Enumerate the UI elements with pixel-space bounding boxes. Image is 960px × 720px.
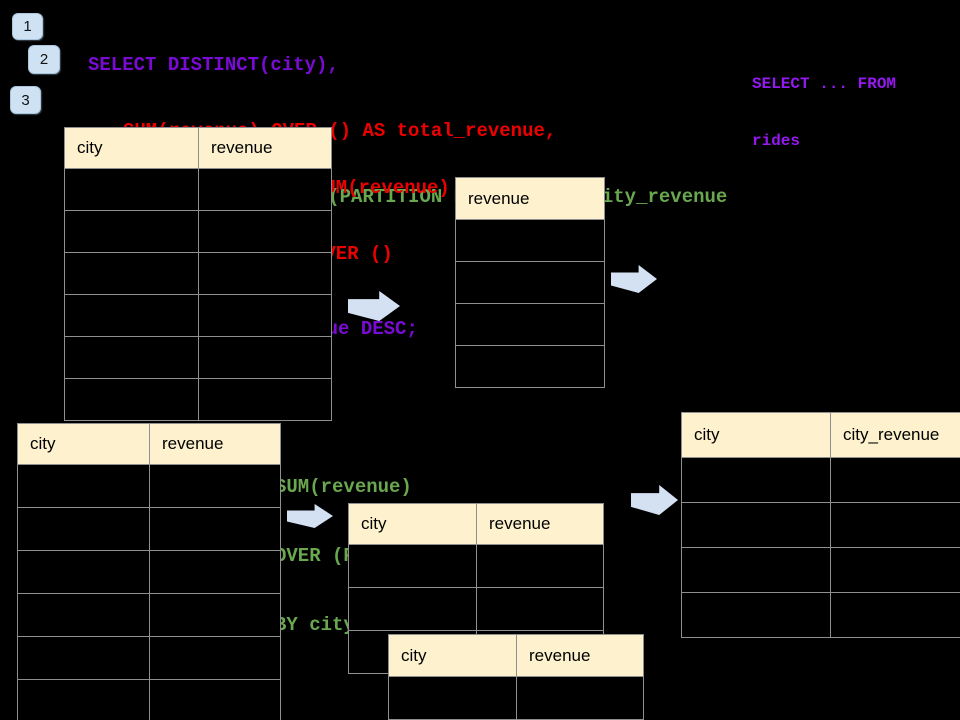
empty-cell (198, 378, 332, 421)
total-revenue-label-line-2: OVER () (313, 243, 393, 265)
sql-fragment-note-line-2: rides (752, 132, 801, 150)
empty-cell (681, 502, 831, 548)
empty-cell (455, 303, 605, 346)
sql-fragment-note-line-1: SELECT ... FROM (752, 75, 897, 93)
column-header-city: city (17, 423, 150, 465)
table-row (17, 593, 281, 637)
column-header-city: city (388, 634, 517, 677)
step-badge-2: 2 (28, 45, 60, 74)
empty-cell (681, 592, 831, 638)
empty-cell (64, 210, 199, 253)
step-badge-1-label: 1 (23, 18, 32, 35)
step-badge-3: 3 (10, 86, 41, 114)
table-row (64, 252, 332, 295)
table-row (455, 219, 605, 262)
step-badge-2-label: 2 (39, 51, 49, 68)
empty-cell (64, 378, 199, 421)
empty-cell (149, 636, 281, 680)
column-header-city: city (348, 503, 477, 545)
empty-cell (476, 587, 604, 631)
column-header-city: city (64, 127, 199, 169)
empty-cell (455, 219, 605, 262)
empty-cell (830, 502, 960, 548)
empty-cell (149, 593, 281, 637)
empty-cell (64, 336, 199, 379)
source-table-top: city revenue (64, 127, 332, 421)
column-header-city: city (681, 412, 831, 458)
empty-cell (64, 252, 199, 295)
empty-cell (17, 679, 150, 720)
table-row (17, 550, 281, 594)
empty-cell (348, 587, 477, 631)
empty-cell (17, 636, 150, 680)
empty-cell (516, 676, 644, 720)
empty-cell (17, 550, 150, 594)
empty-cell (198, 168, 332, 211)
empty-cell (149, 464, 281, 508)
empty-cell (455, 345, 605, 388)
total-revenue-label-line-1: SUM(revenue) (313, 177, 450, 199)
partition-label-line-1: SUM(revenue) (275, 476, 412, 498)
table-row (64, 210, 332, 253)
empty-cell (17, 507, 150, 551)
column-header-revenue: revenue (516, 634, 644, 677)
sql-fragment-note: SELECT ... FROM rides (752, 37, 896, 189)
empty-cell (198, 294, 332, 337)
table-row (681, 502, 960, 548)
empty-cell (388, 676, 517, 720)
empty-cell (830, 592, 960, 638)
total-revenue-table: revenue (455, 177, 605, 388)
table-row (681, 457, 960, 503)
column-header-revenue: revenue (198, 127, 332, 169)
right-arrow-icon (631, 485, 678, 515)
table-row (455, 345, 605, 388)
table-row (64, 336, 332, 379)
empty-cell (17, 593, 150, 637)
table-row (681, 592, 960, 638)
empty-cell (149, 507, 281, 551)
table-row (388, 676, 644, 720)
empty-cell (149, 550, 281, 594)
table-row (64, 168, 332, 211)
table-row (17, 679, 281, 720)
table-row (64, 294, 332, 337)
table-row (17, 636, 281, 680)
step-badge-3-label: 3 (21, 91, 30, 109)
table-row (64, 378, 332, 421)
empty-cell (681, 547, 831, 593)
empty-cell (64, 294, 199, 337)
empty-cell (830, 547, 960, 593)
empty-cell (198, 336, 332, 379)
empty-cell (348, 544, 477, 588)
partition-result-table: city city_revenue (681, 412, 960, 638)
table-row (17, 464, 281, 508)
table-row (348, 544, 604, 588)
column-header-city-revenue: city_revenue (830, 412, 960, 458)
step-badge-1: 1 (12, 13, 43, 40)
source-table-bottom: city revenue (17, 423, 281, 720)
table-row (455, 261, 605, 304)
empty-cell (681, 457, 831, 503)
column-header-revenue: revenue (476, 503, 604, 545)
empty-cell (476, 544, 604, 588)
empty-cell (64, 168, 199, 211)
empty-cell (149, 679, 281, 720)
empty-cell (455, 261, 605, 304)
sql-code-line-1: SELECT DISTINCT(city), (88, 54, 339, 76)
column-header-revenue: revenue (455, 177, 605, 220)
empty-cell (830, 457, 960, 503)
column-header-revenue: revenue (149, 423, 281, 465)
table-row (17, 507, 281, 551)
partition-table-b: city revenue (388, 634, 644, 720)
total-revenue-label: SUM(revenue) OVER () (313, 133, 450, 309)
empty-cell (17, 464, 150, 508)
empty-cell (198, 210, 332, 253)
table-row (348, 587, 604, 631)
table-row (455, 303, 605, 346)
table-row (681, 547, 960, 593)
empty-cell (198, 252, 332, 295)
